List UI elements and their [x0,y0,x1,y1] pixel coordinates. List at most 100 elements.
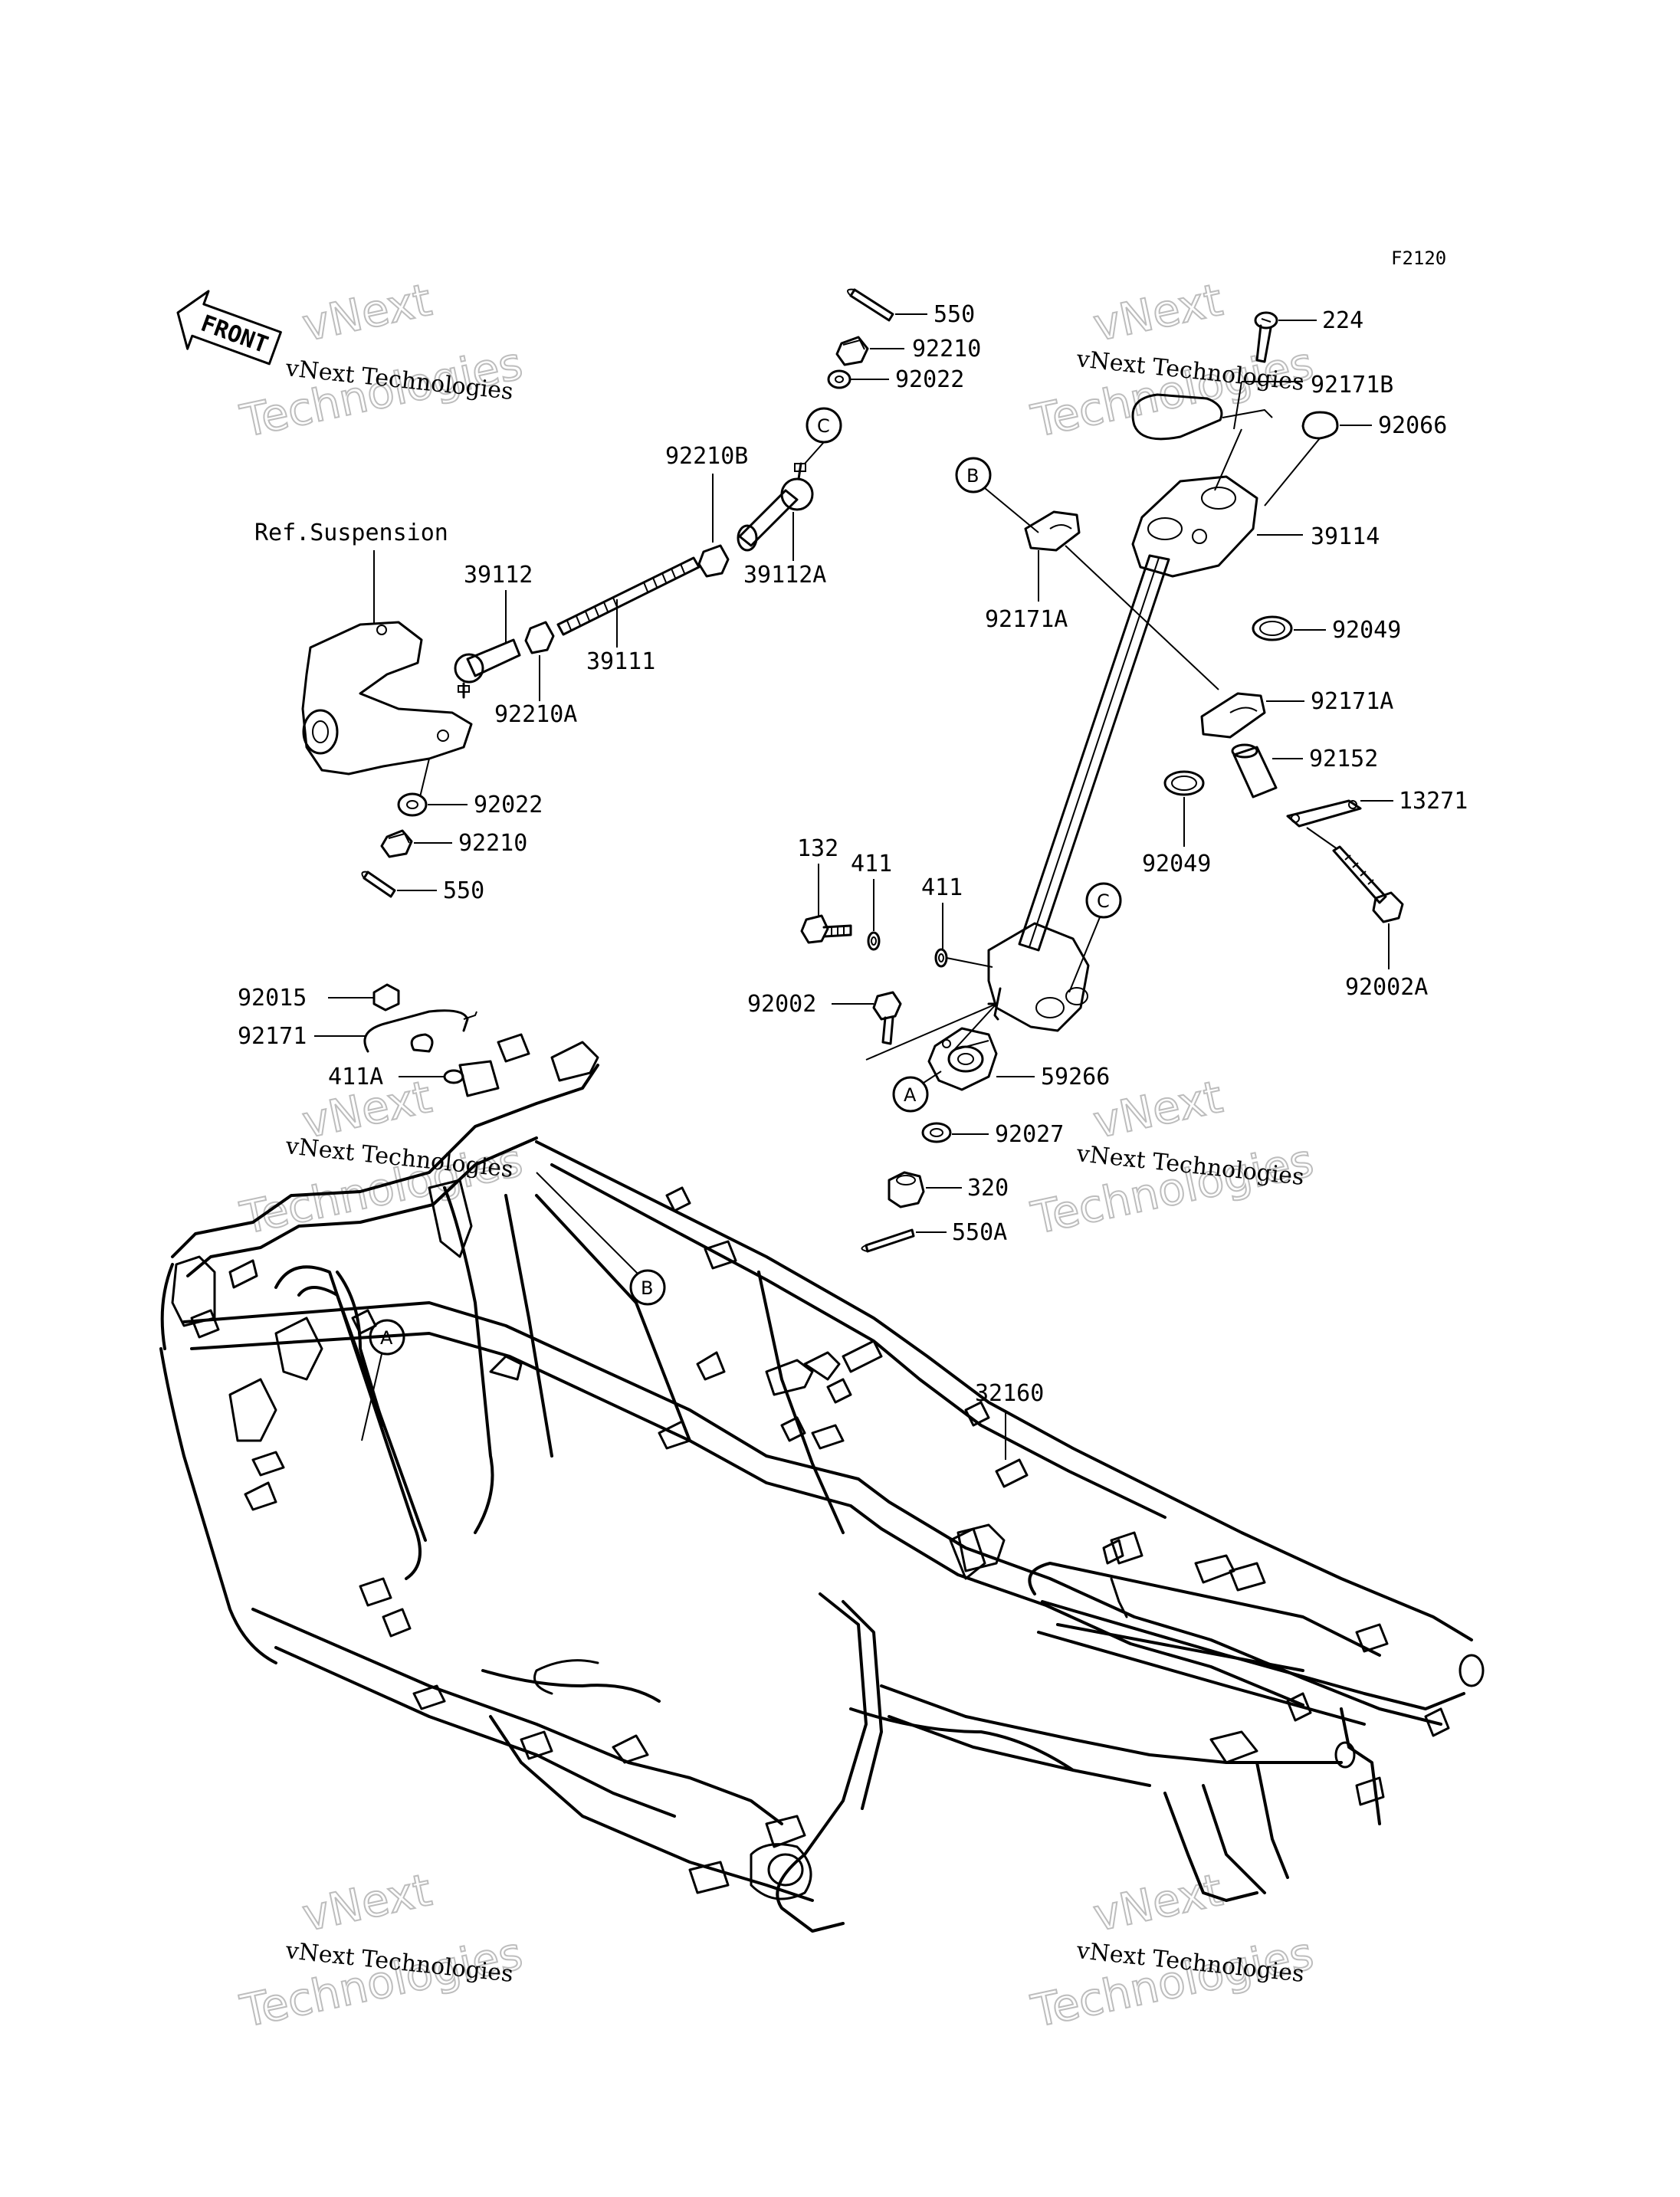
part-label-550-top: 550 [934,301,975,328]
reference-marker-b: B [955,457,992,494]
watermark-brand: vNext [298,1864,436,1942]
frame-part [159,1033,1485,1933]
wire-clamp-part [363,1009,477,1053]
washer-part [443,1069,464,1084]
bolt-part [1332,845,1404,923]
svg-text:B: B [966,465,979,487]
tie-rod-part [556,556,701,636]
part-label-224: 224 [1322,307,1363,334]
watermark-brand: vNext [298,274,436,352]
cotter-pin-part [361,871,396,898]
part-label-92210A: 92210A [494,701,577,728]
part-label-92171A-right: 92171A [1311,688,1393,715]
washer-part [827,369,851,389]
seal-part [1163,770,1205,796]
nut-part [372,983,400,1012]
part-label-92002A: 92002A [1345,974,1428,1001]
part-label-411-a: 411 [851,851,892,877]
leader-line [1264,438,1321,507]
leader-line [1214,428,1242,491]
watermark-brand: vNext [1089,274,1227,352]
watermark-top-left: vNext Technologies vNext Technologies [235,273,528,448]
break-line [865,1003,997,1061]
part-label-59266: 59266 [1041,1064,1110,1090]
svg-text:A: A [904,1084,917,1106]
cotter-pin-part [847,288,894,322]
part-label-92066: 92066 [1378,412,1447,439]
nut-part [835,336,869,366]
bolt-part [872,991,902,1045]
reference-marker-c: C [806,407,842,444]
part-label-39111: 39111 [586,648,655,675]
leader-line [536,1172,638,1274]
collar-part [1231,743,1278,798]
watermark-brand: vNext [1089,1864,1227,1942]
svg-text:A: A [380,1327,393,1349]
nut-part [524,621,555,654]
part-label-92049-bottom: 92049 [1142,851,1211,877]
nut-part [697,544,730,578]
svg-text:B: B [641,1277,653,1299]
part-label-92210-top: 92210 [912,336,981,362]
washer-part [867,931,881,951]
watermark-bottom-right: vNext Technologies vNext Technologies [1026,1863,1319,2038]
leader-line [923,1071,942,1084]
part-label-32160: 32160 [975,1380,1044,1407]
leader-line [361,1353,382,1441]
part-label-550-left: 550 [443,877,484,904]
part-label-132: 132 [797,835,838,862]
diagram-code: F2120 [1391,248,1446,269]
part-label-92027: 92027 [995,1121,1064,1148]
reference-marker-a: A [369,1319,405,1356]
part-label-92171A-left: 92171A [985,606,1068,633]
leader-line [1306,827,1338,850]
tie-rod-end-part [454,638,521,699]
cotter-pin-part [861,1228,915,1253]
washer-part [397,792,428,817]
washer-part [921,1122,952,1143]
cap-part [1301,411,1339,440]
nut-part [380,829,413,858]
part-label-39114: 39114 [1311,523,1380,550]
screw-part [1254,311,1278,363]
part-label-411-b: 411 [921,874,963,901]
watermark-bottom-left: vNext Technologies vNext Technologies [235,1863,528,2038]
reference-marker-b: B [629,1269,666,1306]
leader-line [1233,381,1242,430]
svg-text:C: C [1097,890,1110,912]
part-label-39112: 39112 [464,562,533,589]
castle-nut-part [888,1171,925,1208]
leader-line [1065,545,1219,690]
part-label-92015: 92015 [238,985,307,1012]
plate-part [1286,799,1362,828]
steering-shaft-part [987,475,1258,1032]
bearing-mount-part [927,1027,998,1091]
svg-text:C: C [817,415,830,437]
knuckle-part [301,621,473,776]
front-arrow-icon: FRONT [176,290,282,366]
leader-line [804,441,825,464]
part-label-92152: 92152 [1309,746,1378,772]
clamp-part [1024,510,1081,552]
part-label-13271: 13271 [1399,788,1468,815]
part-label-320: 320 [967,1175,1009,1202]
part-label-92049-top: 92049 [1332,617,1401,644]
part-label-92210B: 92210B [665,443,748,470]
part-label-411A: 411A [328,1064,383,1090]
reference-marker-c: C [1085,882,1122,919]
bolt-part [800,914,852,944]
watermark-top-right: vNext Technologies vNext Technologies [1026,273,1319,448]
leader-line [946,957,993,968]
ref-suspension-label: Ref.Suspension [254,520,448,546]
washer-part [934,948,948,968]
leader-line [1068,917,1101,993]
watermark-mid-right: vNext Technologies vNext Technologies [1026,1070,1319,1245]
reference-marker-a: A [892,1076,929,1113]
part-label-92022-top: 92022 [895,366,964,393]
leader-line [419,758,430,798]
part-label-92171B: 92171B [1311,372,1393,398]
tie-rod-end-part [737,462,814,552]
part-label-92171: 92171 [238,1023,307,1050]
seal-part [1252,615,1293,641]
